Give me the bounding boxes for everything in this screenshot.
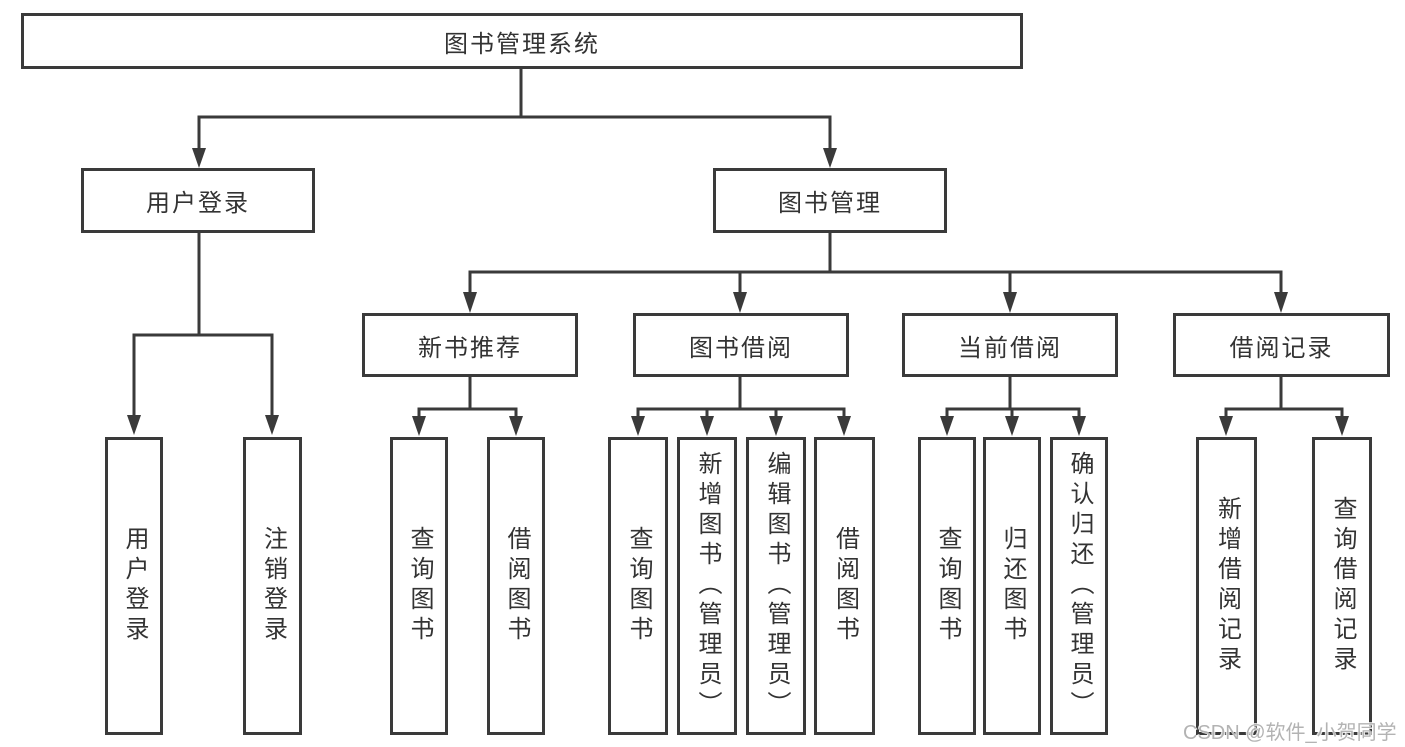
leaf-user-login-label: 用户登录 xyxy=(121,526,148,646)
node-user-login-label: 用户登录 xyxy=(146,190,250,217)
node-root: 图书管理系统 xyxy=(21,13,1023,69)
node-book-borrow-label: 图书借阅 xyxy=(689,334,793,362)
leaf-borrowing-query-books-label: 查询图书 xyxy=(625,526,652,646)
connector-root-to-level2 xyxy=(192,66,837,168)
leaf-logout-label: 注销登录 xyxy=(259,526,287,646)
leaf-borrowing-borrow-books: 借阅图书 xyxy=(814,437,875,735)
leaf-newbooks-query-books-label: 查询图书 xyxy=(406,526,433,646)
leaf-newbooks-query-books: 查询图书 xyxy=(390,437,448,735)
connector-login-to-leaves xyxy=(127,231,279,435)
node-book-management: 图书管理 xyxy=(713,168,947,233)
node-borrow-records: 借阅记录 xyxy=(1173,313,1390,377)
connector-records-to-leaves xyxy=(1219,375,1349,436)
connector-current-to-leaves xyxy=(940,375,1086,436)
node-user-login: 用户登录 xyxy=(81,168,315,233)
leaf-records-query-record-label: 查询借阅记录 xyxy=(1329,496,1356,676)
leaf-borrowing-query-books: 查询图书 xyxy=(608,437,668,735)
leaf-current-confirm-return-admin-label: 确认归还（管理员） xyxy=(1066,451,1093,721)
leaf-borrowing-edit-books-admin: 编辑图书（管理员） xyxy=(746,437,806,735)
leaf-borrowing-borrow-books-label: 借阅图书 xyxy=(831,526,859,646)
node-root-label: 图书管理系统 xyxy=(444,30,600,58)
leaf-newbooks-borrow-books: 借阅图书 xyxy=(487,437,545,735)
node-new-book-recommend: 新书推荐 xyxy=(362,313,578,377)
leaf-current-return-books-label: 归还图书 xyxy=(999,526,1026,646)
node-current-borrow: 当前借阅 xyxy=(902,313,1118,377)
leaf-current-confirm-return-admin: 确认归还（管理员） xyxy=(1050,437,1108,735)
leaf-logout: 注销登录 xyxy=(243,437,302,735)
leaf-borrowing-edit-books-admin-label: 编辑图书（管理员） xyxy=(763,451,790,721)
connector-mgmt-to-level3 xyxy=(463,231,1288,313)
leaf-records-query-record: 查询借阅记录 xyxy=(1312,437,1372,735)
leaf-borrowing-add-books-admin-label: 新增图书（管理员） xyxy=(694,451,721,721)
node-new-book-recommend-label: 新书推荐 xyxy=(418,334,522,362)
leaf-current-query-books: 查询图书 xyxy=(918,437,976,735)
node-current-borrow-label: 当前借阅 xyxy=(958,334,1062,362)
node-book-borrow: 图书借阅 xyxy=(633,313,849,377)
csdn-watermark: CSDN @软件_小贺同学 xyxy=(1183,722,1397,744)
leaf-newbooks-borrow-books-label: 借阅图书 xyxy=(503,526,530,646)
leaf-records-add-record: 新增借阅记录 xyxy=(1196,437,1257,735)
connector-newbooks-to-leaves xyxy=(412,375,523,436)
node-book-management-label: 图书管理 xyxy=(778,190,882,217)
leaf-records-add-record-label: 新增借阅记录 xyxy=(1213,496,1241,676)
leaf-borrowing-add-books-admin: 新增图书（管理员） xyxy=(677,437,737,735)
node-borrow-records-label: 借阅记录 xyxy=(1229,334,1334,362)
connector-borrowing-to-leaves xyxy=(631,375,851,436)
leaf-current-query-books-label: 查询图书 xyxy=(934,526,961,646)
leaf-user-login: 用户登录 xyxy=(105,437,163,735)
leaf-current-return-books: 归还图书 xyxy=(983,437,1041,735)
